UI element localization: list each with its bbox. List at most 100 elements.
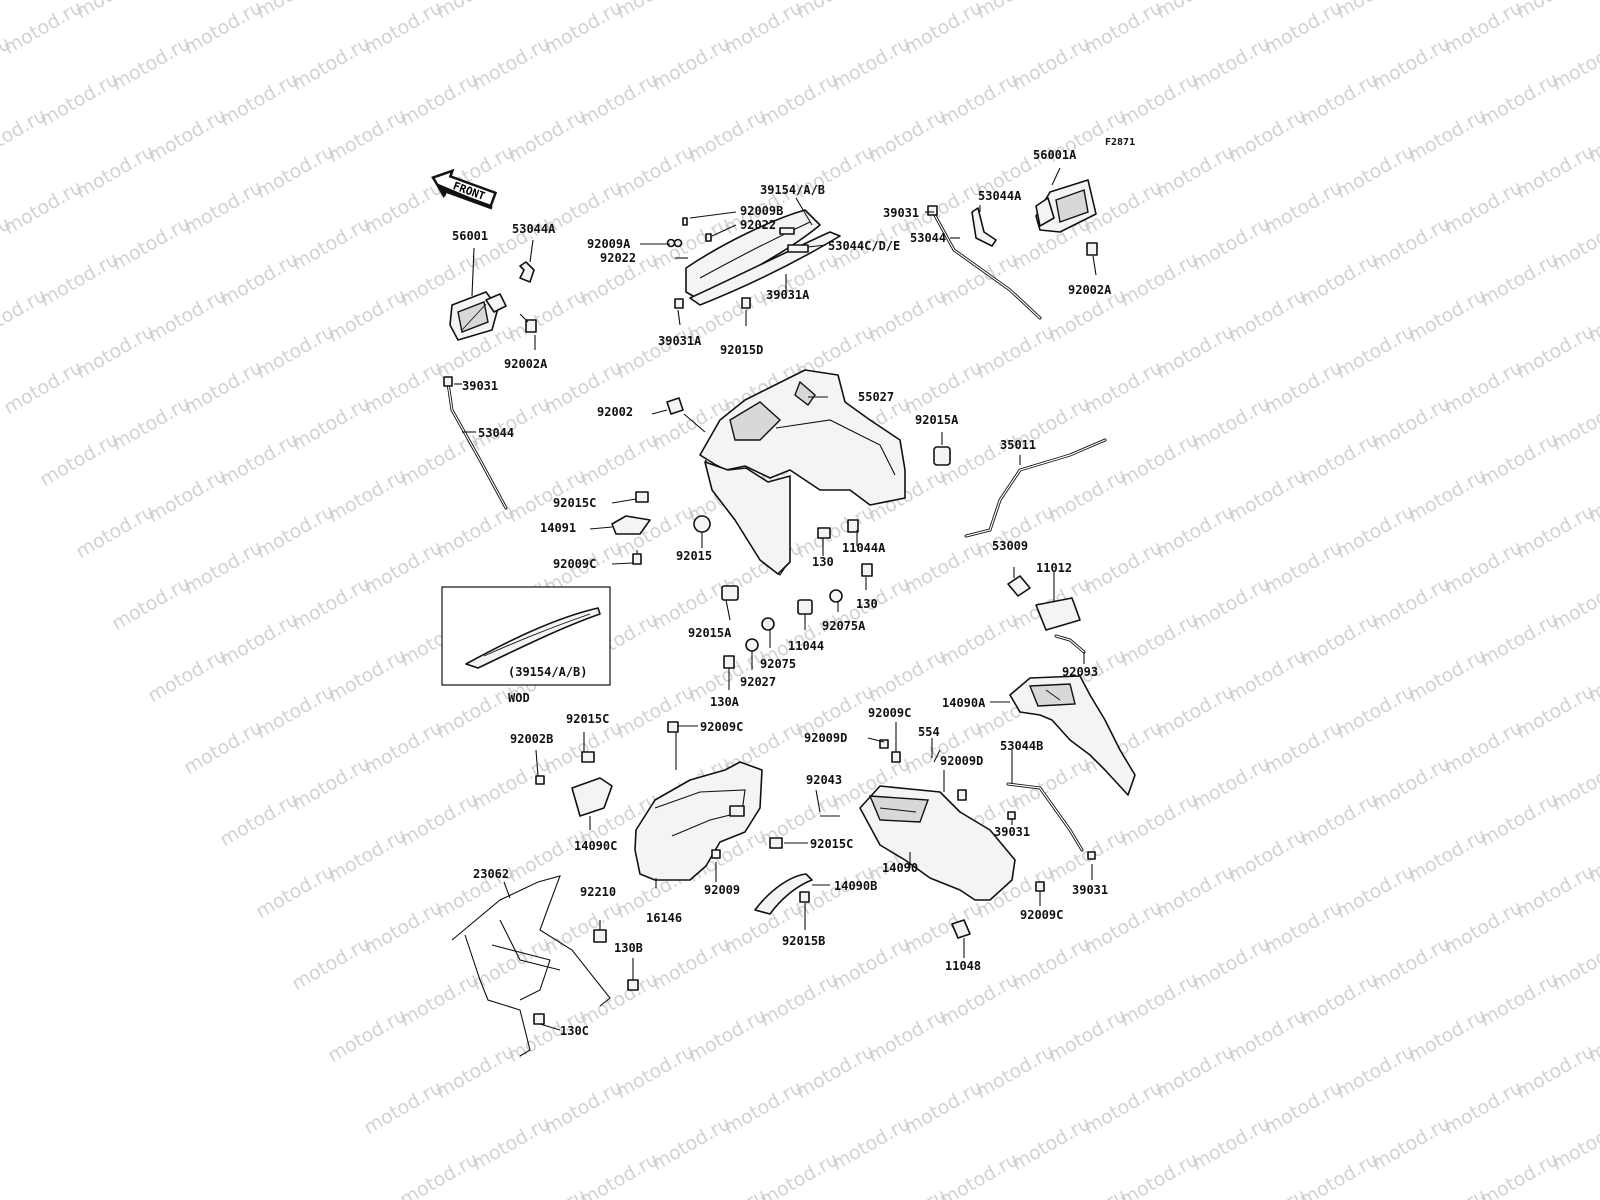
- rod-35011: [964, 438, 1107, 538]
- label-92015C-mid: 92015C: [566, 712, 609, 726]
- label-130-a: 130: [812, 555, 834, 569]
- trim-14090B: [754, 873, 813, 915]
- label-39031-mid: 39031: [994, 825, 1030, 839]
- meter-cover-16146: [634, 721, 783, 881]
- label-92015C-low: 92015C: [810, 837, 853, 851]
- label-55027: 55027: [858, 390, 894, 404]
- label-92015D: 92015D: [720, 343, 763, 357]
- label-92027: 92027: [740, 675, 776, 689]
- inset-caption: (39154/A/B): [508, 665, 587, 679]
- bolt-92009C-left: [632, 550, 642, 565]
- label-92009C-left: 92009C: [553, 557, 596, 571]
- label-130-b: 130: [856, 597, 878, 611]
- label-53044-right: 53044: [910, 231, 946, 245]
- label-92210: 92210: [580, 885, 616, 899]
- label-130A: 130A: [710, 695, 740, 709]
- label-53009: 53009: [992, 539, 1028, 553]
- label-92002A-right: 92002A: [1068, 283, 1112, 297]
- label-92009A: 92009A: [587, 237, 631, 251]
- label-11012: 11012: [1036, 561, 1072, 575]
- label-14090C: 14090C: [574, 839, 617, 853]
- left-mirror-part: [449, 291, 507, 341]
- inner-panel-14090A: [1009, 675, 1136, 796]
- label-130B: 130B: [614, 941, 643, 955]
- part-labels: 53044A 56001 92002A 39031 53044 39154/A/…: [452, 148, 1112, 1038]
- label-16146: 16146: [646, 911, 682, 925]
- label-11044A: 11044A: [842, 541, 886, 555]
- hose-92093: [1054, 634, 1086, 654]
- label-56001A: 56001A: [1033, 148, 1077, 162]
- label-14090A: 14090A: [942, 696, 986, 710]
- right-mirror-part: [1035, 179, 1097, 233]
- label-11048: 11048: [945, 959, 981, 973]
- bracket-14091: [611, 515, 651, 535]
- label-92009: 92009: [704, 883, 740, 897]
- front-arrow: FRONT: [431, 168, 498, 210]
- label-39031-top: 39031: [883, 206, 919, 220]
- cowl-grommet-92015A: [933, 446, 951, 466]
- label-92015A-top: 92015A: [915, 413, 959, 427]
- label-39154AB: 39154/A/B: [760, 183, 825, 197]
- label-92015A-mid: 92015A: [688, 626, 732, 640]
- label-92002A-left: 92002A: [504, 357, 548, 371]
- clip-92015C: [635, 491, 649, 503]
- label-53044B: 53044B: [1000, 739, 1043, 753]
- label-130C: 130C: [560, 1024, 589, 1038]
- label-92009D-left: 92009D: [804, 731, 847, 745]
- label-92015C-top: 92015C: [553, 496, 596, 510]
- label-39031-left: 39031: [462, 379, 498, 393]
- label-92015: 92015: [676, 549, 712, 563]
- label-53044A-right: 53044A: [978, 189, 1022, 203]
- label-554: 554: [918, 725, 940, 739]
- cowl-bracket-92002: [666, 397, 684, 415]
- bolt-cluster: [721, 519, 873, 669]
- windshield-clips: [666, 217, 751, 309]
- label-14091: 14091: [540, 521, 576, 535]
- left-mirror-bolt: [519, 313, 537, 333]
- label-39031A-left: 39031A: [658, 334, 702, 348]
- lid-11012: [1035, 597, 1081, 631]
- label-92022-a: 92022: [740, 218, 776, 232]
- label-14090B: 14090B: [834, 879, 877, 893]
- label-92093: 92093: [1062, 665, 1098, 679]
- figure-code: F2871: [1105, 137, 1135, 148]
- label-92043: 92043: [806, 773, 842, 787]
- leader-lines: [454, 167, 1097, 1031]
- label-53044CDE: 53044C/D/E: [828, 239, 900, 253]
- left-hose-53044: [443, 376, 508, 510]
- label-92075A: 92075A: [822, 619, 866, 633]
- label-23062: 23062: [473, 867, 509, 881]
- label-92015B: 92015B: [782, 934, 825, 948]
- right-hose-53044: [927, 205, 1042, 320]
- lower-fairing-14090: [820, 739, 1016, 901]
- label-92009B: 92009B: [740, 204, 783, 218]
- label-39031-low: 39031: [1072, 883, 1108, 897]
- label-92002: 92002: [597, 405, 633, 419]
- hose-53044B: [1006, 782, 1096, 860]
- inset-box: (39154/A/B): [441, 586, 611, 686]
- label-92009C-low: 92009C: [1020, 908, 1063, 922]
- stay-23062: [451, 875, 639, 1057]
- upper-cowl-part: [699, 369, 906, 576]
- clip-53009: [1007, 575, 1031, 597]
- label-14090: 14090: [882, 861, 918, 875]
- label-92009C-mid: 92009C: [700, 720, 743, 734]
- label-35011: 35011: [1000, 438, 1036, 452]
- nut-92015: [693, 515, 711, 533]
- label-92022-b: 92022: [600, 251, 636, 265]
- windshield-part: [685, 209, 841, 306]
- right-mirror-bolt: [1086, 242, 1098, 256]
- label-53044A-top: 53044A: [512, 222, 556, 236]
- label-92002B: 92002B: [510, 732, 553, 746]
- left-clip-53044A: [519, 261, 535, 283]
- label-53044-left: 53044: [478, 426, 514, 440]
- label-92009D-right: 92009D: [940, 754, 983, 768]
- inset-footnote: WOD: [508, 691, 530, 705]
- label-11044: 11044: [788, 639, 824, 653]
- panel-14090C: [535, 751, 613, 817]
- label-39031A-right: 39031A: [766, 288, 810, 302]
- right-clip-53044A: [971, 207, 997, 247]
- label-56001: 56001: [452, 229, 488, 243]
- label-92075: 92075: [760, 657, 796, 671]
